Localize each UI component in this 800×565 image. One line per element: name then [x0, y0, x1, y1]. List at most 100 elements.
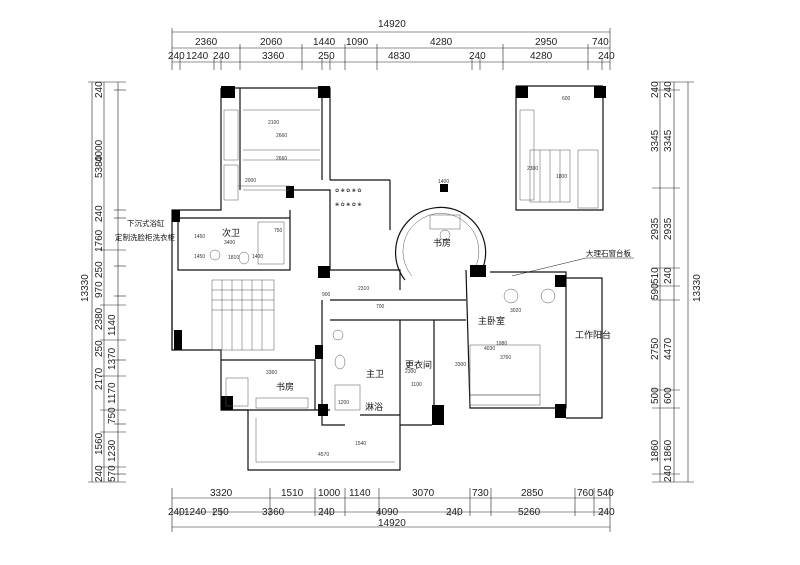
right-dimension-chain: 240 3345 2935 590 510 4470 500 1860 240 …	[650, 81, 703, 483]
structural-columns	[172, 86, 606, 425]
left-dim-250b: 250	[94, 340, 105, 357]
top-dim-240b: 240	[213, 51, 230, 62]
bottom-dim-1240: 1240	[184, 507, 207, 518]
left-dim-1140: 1140	[107, 314, 118, 336]
right-dim-2935b: 2935	[663, 217, 674, 240]
bottom-dim-1000: 1000	[318, 488, 341, 499]
column	[318, 86, 330, 98]
column	[221, 86, 235, 98]
right-dim-500: 500	[650, 387, 661, 404]
inner-dim: 4570	[318, 452, 329, 458]
right-dim-2750: 2750	[650, 337, 661, 360]
inner-dim: 1400	[252, 254, 263, 260]
top-dim-1090: 1090	[346, 37, 369, 48]
inner-dim: 1200	[338, 400, 349, 406]
right-dim-2935a: 2935	[650, 217, 661, 240]
column	[318, 266, 330, 278]
bedroom-furniture	[469, 288, 556, 406]
bottom-dimension-chain: 3320 1510 1000 1140 3070 730 2850 760 54…	[168, 488, 615, 532]
bottom-dim-240c: 240	[446, 507, 463, 518]
room-label-shower: 淋浴	[365, 401, 383, 413]
note-marble-sill: 大理石窗台板	[586, 248, 631, 258]
inner-dim: 1980	[496, 341, 507, 347]
inner-dim: 700	[376, 304, 385, 310]
left-dim-750: 750	[107, 407, 118, 424]
top-dimension-chain: 14920 2360 2060 1440 1090 4280 2950 740 …	[168, 19, 615, 70]
svg-text:✿ ❀ ✿ ❀ ✿: ✿ ❀ ✿ ❀ ✿	[335, 188, 362, 194]
top-dim-4280b: 4280	[530, 51, 553, 62]
inner-dim: 2100	[268, 120, 279, 126]
left-dim-4000: 4000	[94, 139, 105, 162]
inner-dim: 2310	[358, 286, 369, 292]
column	[432, 405, 444, 425]
left-dim-5380: 5380	[94, 155, 105, 178]
column	[221, 396, 233, 410]
bottom-dim-250: 250	[212, 507, 229, 518]
left-dim-1170: 1170	[107, 382, 118, 404]
right-dim-3345a: 3345	[650, 129, 661, 152]
left-dim-970: 970	[94, 281, 105, 298]
left-dim-240c: 240	[94, 465, 105, 482]
right-dim-590: 590	[650, 283, 661, 300]
left-dim-250a: 250	[94, 261, 105, 278]
top-dim-3360: 3360	[262, 51, 285, 62]
note-custom-cabinet: 定制洗脸柜洗衣柜	[115, 232, 175, 242]
svg-text:❀ ✿ ❀ ✿ ❀: ❀ ✿ ❀ ✿ ❀	[335, 202, 362, 208]
bottom-dim-240b: 240	[318, 507, 335, 518]
room-label-master-bath: 主卫	[366, 368, 384, 380]
bottom-dim-3320: 3320	[210, 488, 233, 499]
column	[440, 184, 448, 192]
left-dim-240b: 240	[94, 205, 105, 222]
top-dim-2360: 2360	[195, 37, 218, 48]
inner-dim: 1450	[194, 234, 205, 240]
top-dim-740: 740	[592, 37, 609, 48]
top-dim-1440: 1440	[313, 37, 336, 48]
left-dim-1560: 1560	[94, 432, 105, 455]
left-dimension-chain: 13330 5380 2380 1140 1370 1170 750 1230 …	[80, 81, 126, 483]
inner-dim: 1800	[556, 174, 567, 180]
inner-dim: 4030	[484, 346, 495, 352]
column	[594, 86, 606, 98]
top-dim-250: 250	[318, 51, 335, 62]
inner-dim: 2000	[245, 178, 256, 184]
inner-dim: 3400	[224, 240, 235, 246]
right-dim-240d: 240	[663, 465, 674, 482]
right-dim-1860b: 1860	[663, 439, 674, 462]
left-dim-570: 570	[107, 465, 118, 482]
left-dim-2380: 2380	[94, 307, 105, 330]
left-total-dim: 13330	[80, 274, 91, 302]
inner-dim: 3300	[455, 362, 466, 368]
top-dim-240d: 240	[598, 51, 615, 62]
plants-planter: ✿ ❀ ✿ ❀ ✿ ❀ ✿ ❀ ✿ ❀	[335, 188, 362, 208]
inner-dim: 1450	[194, 254, 205, 260]
right-dim-240b: 240	[663, 81, 674, 98]
inner-dim: 1100	[411, 382, 422, 388]
right-dim-3345b: 3345	[663, 129, 674, 152]
bottom-dim-3360: 3360	[262, 507, 285, 518]
inner-dimensions: 2100 2660 2660 2000 1450 1450 3400 750 1…	[194, 96, 571, 458]
inner-dim: 1810	[228, 255, 239, 261]
top-dim-240c: 240	[469, 51, 486, 62]
right-dim-510: 510	[650, 267, 661, 284]
bottom-dim-240a: 240	[168, 507, 185, 518]
column	[315, 345, 323, 359]
stair-left-middle	[211, 279, 275, 351]
bottom-dim-240d: 240	[598, 507, 615, 518]
room-label-secondary-bath: 次卫	[222, 227, 240, 239]
inner-dim: 750	[274, 228, 283, 234]
bottom-dim-3070: 3070	[412, 488, 435, 499]
column	[555, 404, 566, 418]
inner-dim: 2660	[276, 156, 287, 162]
inner-dim: 1540	[355, 441, 366, 447]
left-dim-2170: 2170	[94, 367, 105, 390]
right-total-dim: 13330	[692, 274, 703, 302]
inner-dim: 3760	[500, 355, 511, 361]
right-dim-240c: 240	[663, 267, 674, 284]
note-sunken-tub: 下沉式浴缸	[127, 218, 165, 228]
right-dim-1860a: 1860	[650, 439, 661, 462]
top-dim-240a: 240	[168, 51, 185, 62]
top-dim-4280a: 4280	[430, 37, 453, 48]
inner-dim: 3020	[510, 308, 521, 314]
inner-dim: 1400	[438, 179, 449, 185]
study-furniture	[429, 214, 461, 241]
